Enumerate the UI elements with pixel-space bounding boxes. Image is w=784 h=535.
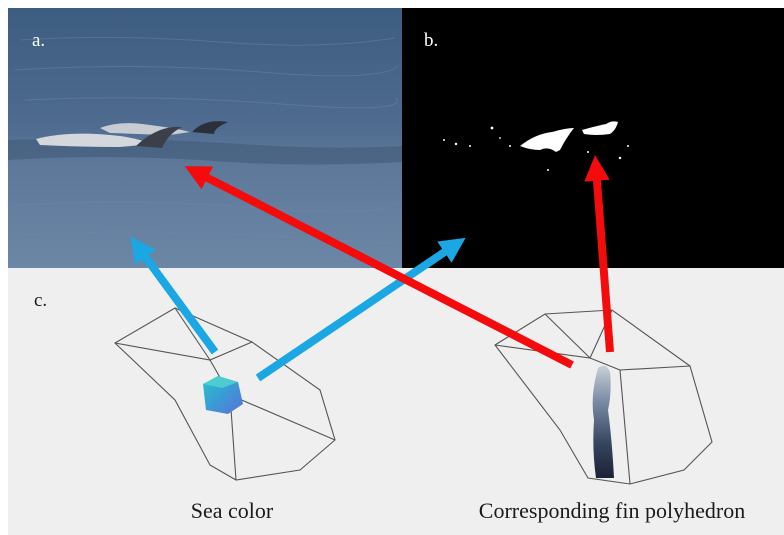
panel-c-background	[8, 268, 784, 535]
arrows	[130, 155, 614, 382]
panel-a-label: a.	[32, 30, 45, 51]
fin-shape	[592, 365, 614, 478]
blue-arrow-to-sea	[130, 236, 219, 355]
panel-c-label: c.	[34, 290, 47, 311]
caption-sea-color: Sea color	[191, 498, 274, 523]
red-arrow-to-photo	[184, 166, 574, 369]
panel-a-sea-photo: a.	[8, 8, 409, 268]
panel-b-fin-mask: b.	[402, 8, 784, 268]
caption-fin-polyhedron: Corresponding fin polyhedron	[479, 498, 745, 523]
mask-fin-right	[582, 121, 618, 135]
dolphin-front	[36, 133, 152, 147]
sea-color-cube	[203, 376, 243, 414]
mask-fin-left	[520, 128, 574, 152]
panel-b-label: b.	[424, 30, 438, 51]
blue-arrow-to-mask	[255, 237, 466, 382]
red-arrow-to-mask	[584, 155, 614, 353]
